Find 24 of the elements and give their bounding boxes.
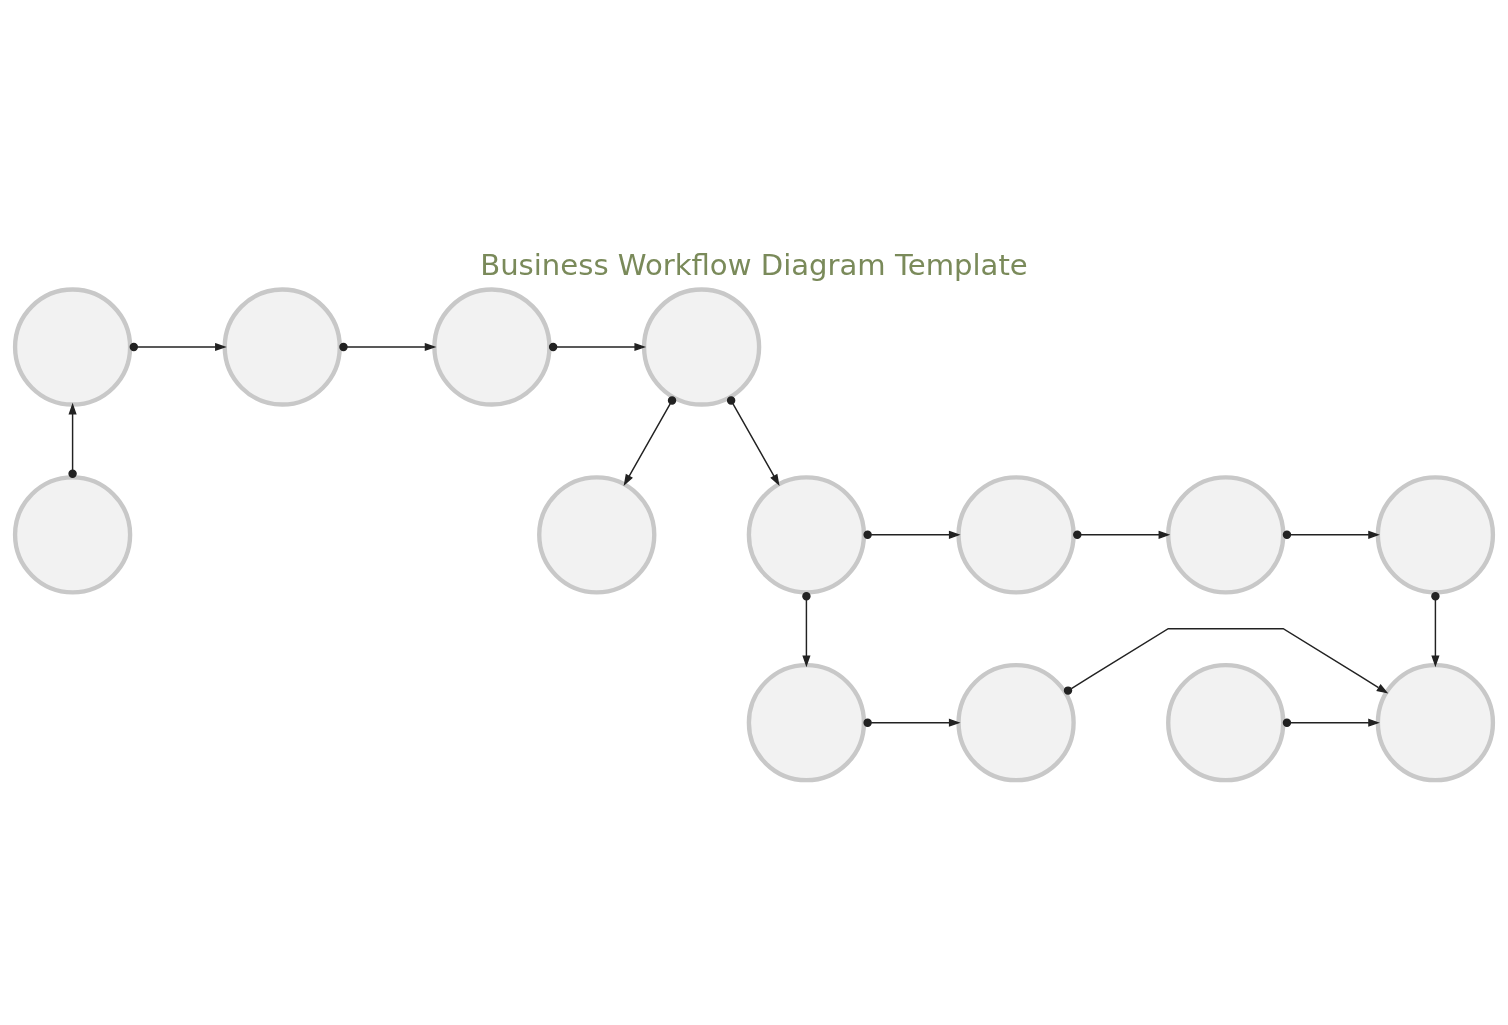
arrow — [1282, 530, 1380, 539]
node-circle — [1166, 474, 1286, 595]
node-circle — [746, 662, 867, 782]
arrow — [863, 530, 961, 539]
arrow — [129, 342, 227, 351]
node-circle — [12, 286, 133, 407]
arrow — [548, 342, 647, 351]
arrow — [1073, 530, 1171, 539]
diagram-title: Business Workflow Diagram Template — [480, 247, 1028, 282]
arrow — [68, 402, 77, 478]
node-circle — [222, 286, 342, 407]
arrow — [1431, 591, 1440, 667]
arrow — [1282, 717, 1380, 727]
arrow — [863, 717, 961, 727]
arrow — [802, 591, 811, 667]
arrow — [726, 395, 780, 486]
node-circle — [956, 474, 1076, 595]
node-circle — [1375, 474, 1496, 595]
arrow — [623, 395, 677, 486]
node-circle — [432, 286, 552, 407]
arrow — [339, 342, 437, 351]
node-circle — [1166, 662, 1286, 782]
node-circle — [12, 474, 133, 595]
arrow — [1063, 627, 1389, 695]
